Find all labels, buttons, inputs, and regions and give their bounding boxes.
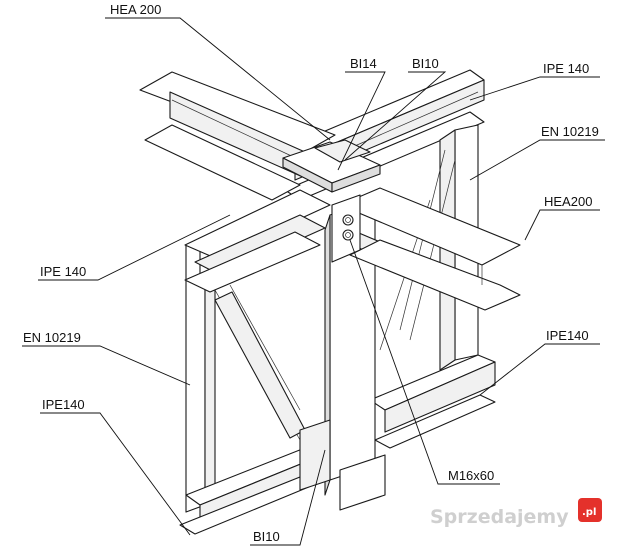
label-bi14: BI14	[350, 56, 377, 71]
callout-labels: HEA 200 BI14 BI10 IPE 140 EN 10219 HEA20…	[23, 2, 599, 544]
left-girder-arm	[139, 71, 336, 201]
watermark: Sprzedajemy .pl	[430, 498, 602, 528]
bolted-end-plate	[331, 194, 361, 263]
steel-structure	[139, 69, 521, 535]
watermark-suffix: .pl	[582, 507, 596, 518]
label-ipe140-top-right: IPE 140	[543, 61, 589, 76]
label-en10219-left: EN 10219	[23, 330, 81, 345]
central-column	[299, 199, 386, 511]
leader-lines	[22, 17, 605, 546]
front-left-beam	[184, 189, 331, 293]
lower-right-girder	[369, 354, 496, 449]
label-bi10-top: BI10	[412, 56, 439, 71]
watermark-badge	[578, 498, 602, 522]
label-m16x60: M16x60	[448, 468, 494, 483]
top-plates	[282, 139, 381, 193]
front-right-beam	[339, 187, 521, 311]
label-ipe140-left: IPE 140	[40, 264, 86, 279]
label-bi10-bottom: BI10	[253, 529, 280, 544]
label-hea200-top: HEA 200	[110, 2, 161, 17]
label-hea200-right: HEA200	[544, 194, 592, 209]
watermark-text: Sprzedajemy	[430, 506, 569, 528]
label-en10219-right: EN 10219	[541, 124, 599, 139]
label-ipe140-left-lower: IPE140	[42, 397, 85, 412]
label-ipe140-right-lower: IPE140	[546, 328, 589, 343]
